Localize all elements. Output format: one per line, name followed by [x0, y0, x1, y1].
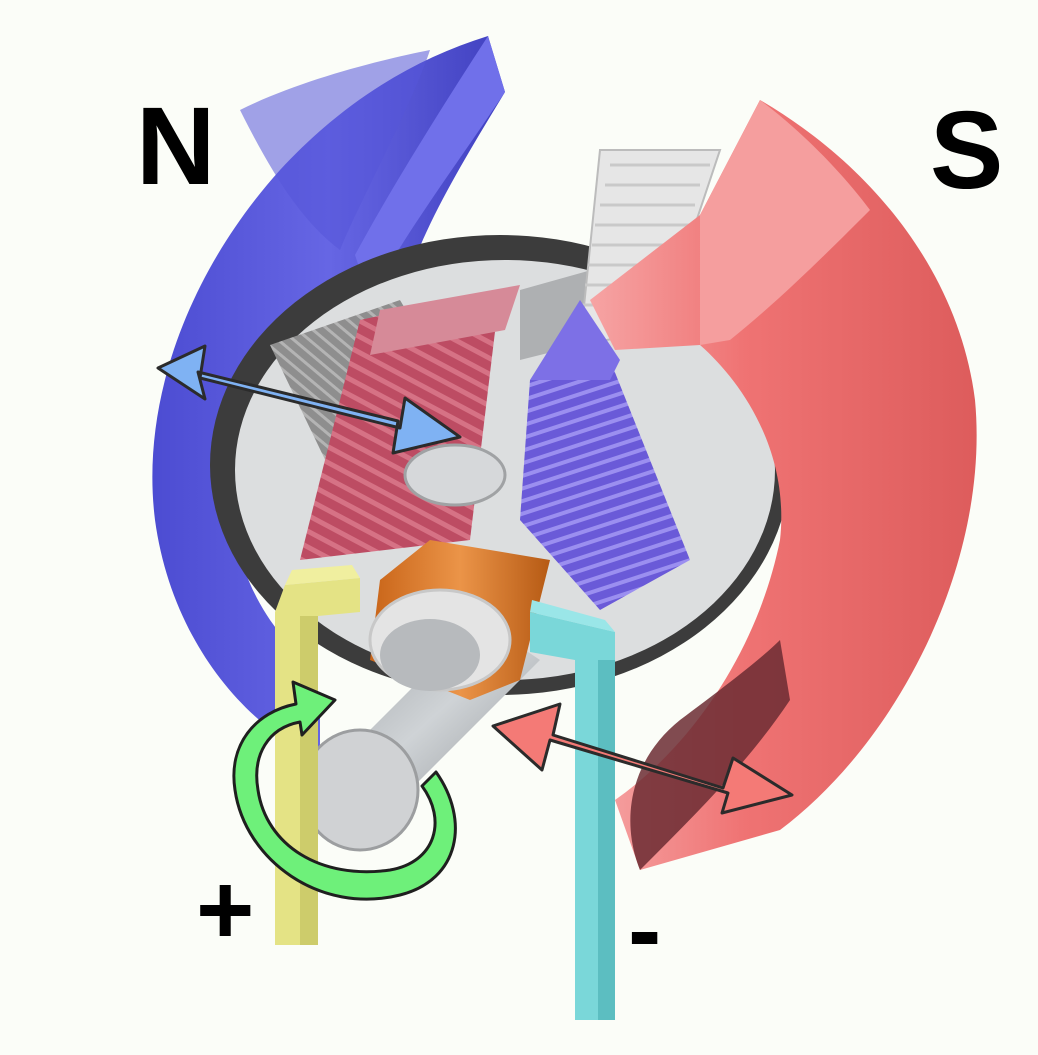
positive-terminal-label: + [196, 860, 254, 960]
north-pole-label: N [136, 92, 215, 202]
negative-terminal-label: - [628, 880, 661, 980]
south-pole-label: S [930, 96, 1003, 206]
